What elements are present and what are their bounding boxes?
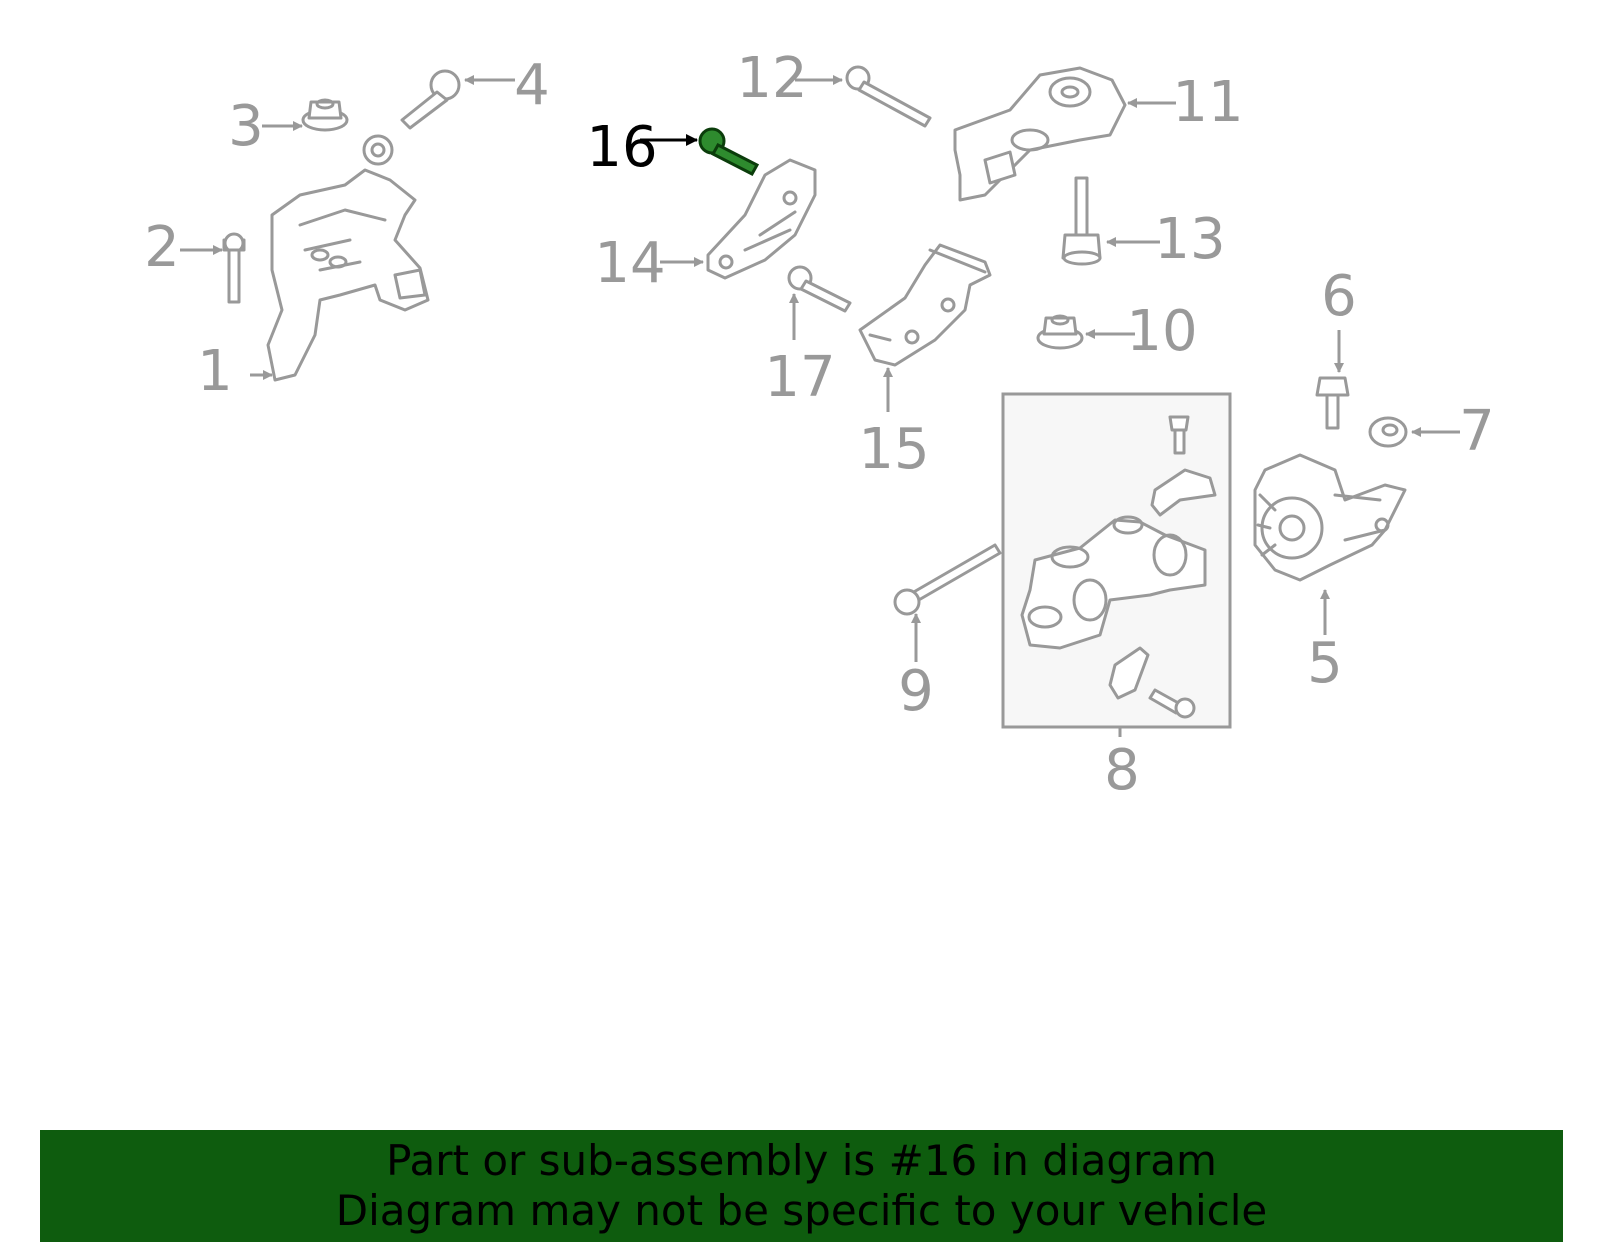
part-9-long-bolt[interactable] [893,543,1002,616]
callout-2[interactable]: 2 [144,215,180,280]
part-15-bracket[interactable] [858,243,992,367]
callout-5[interactable]: 5 [1307,631,1343,696]
part-1-engine-mount[interactable] [266,134,430,382]
part-7-nut[interactable] [1368,416,1408,448]
callout-11[interactable]: 11 [1172,70,1243,135]
part-6-bolt[interactable] [1315,376,1350,430]
part-2-bolt[interactable] [222,232,246,304]
part-16-bolt-highlighted[interactable] [698,127,760,176]
banner-line-disclaimer: Diagram may not be specific to your vehi… [335,1186,1268,1235]
part-4-bolt[interactable] [400,69,461,130]
callout-12[interactable]: 12 [736,46,807,111]
part-11-upper-mount[interactable] [953,66,1127,202]
callout-9[interactable]: 9 [898,659,934,724]
callout-13[interactable]: 13 [1154,207,1225,272]
callout-6[interactable]: 6 [1321,264,1357,329]
part-14-bracket[interactable] [706,158,817,280]
callout-4[interactable]: 4 [514,53,550,118]
part-5-transmission-mount[interactable] [1253,453,1407,582]
part-10-nut[interactable] [1036,314,1084,350]
callout-1[interactable]: 1 [197,339,233,404]
callout-16-highlighted[interactable]: 16 [586,115,657,180]
callout-17[interactable]: 17 [764,345,835,410]
part-8-assembly-box[interactable] [1001,392,1232,737]
callout-8[interactable]: 8 [1104,738,1140,803]
callout-14[interactable]: 14 [594,231,665,296]
banner-line-part-number: Part or sub-assembly is #16 in diagram [386,1136,1217,1185]
callout-3[interactable]: 3 [228,94,264,159]
part-12-bolt[interactable] [845,65,932,128]
callout-15[interactable]: 15 [858,417,929,482]
callout-10[interactable]: 10 [1126,299,1197,364]
info-banner: Part or sub-assembly is #16 in diagram D… [40,1130,1563,1242]
part-3-nut[interactable] [301,98,349,132]
part-17-bolt[interactable] [787,265,852,313]
callout-7[interactable]: 7 [1459,399,1495,464]
parts-diagram: 1 2 3 4 5 6 7 8 9 10 11 12 13 14 15 16 1… [144,46,1495,803]
part-13-bolt[interactable] [1061,176,1102,266]
